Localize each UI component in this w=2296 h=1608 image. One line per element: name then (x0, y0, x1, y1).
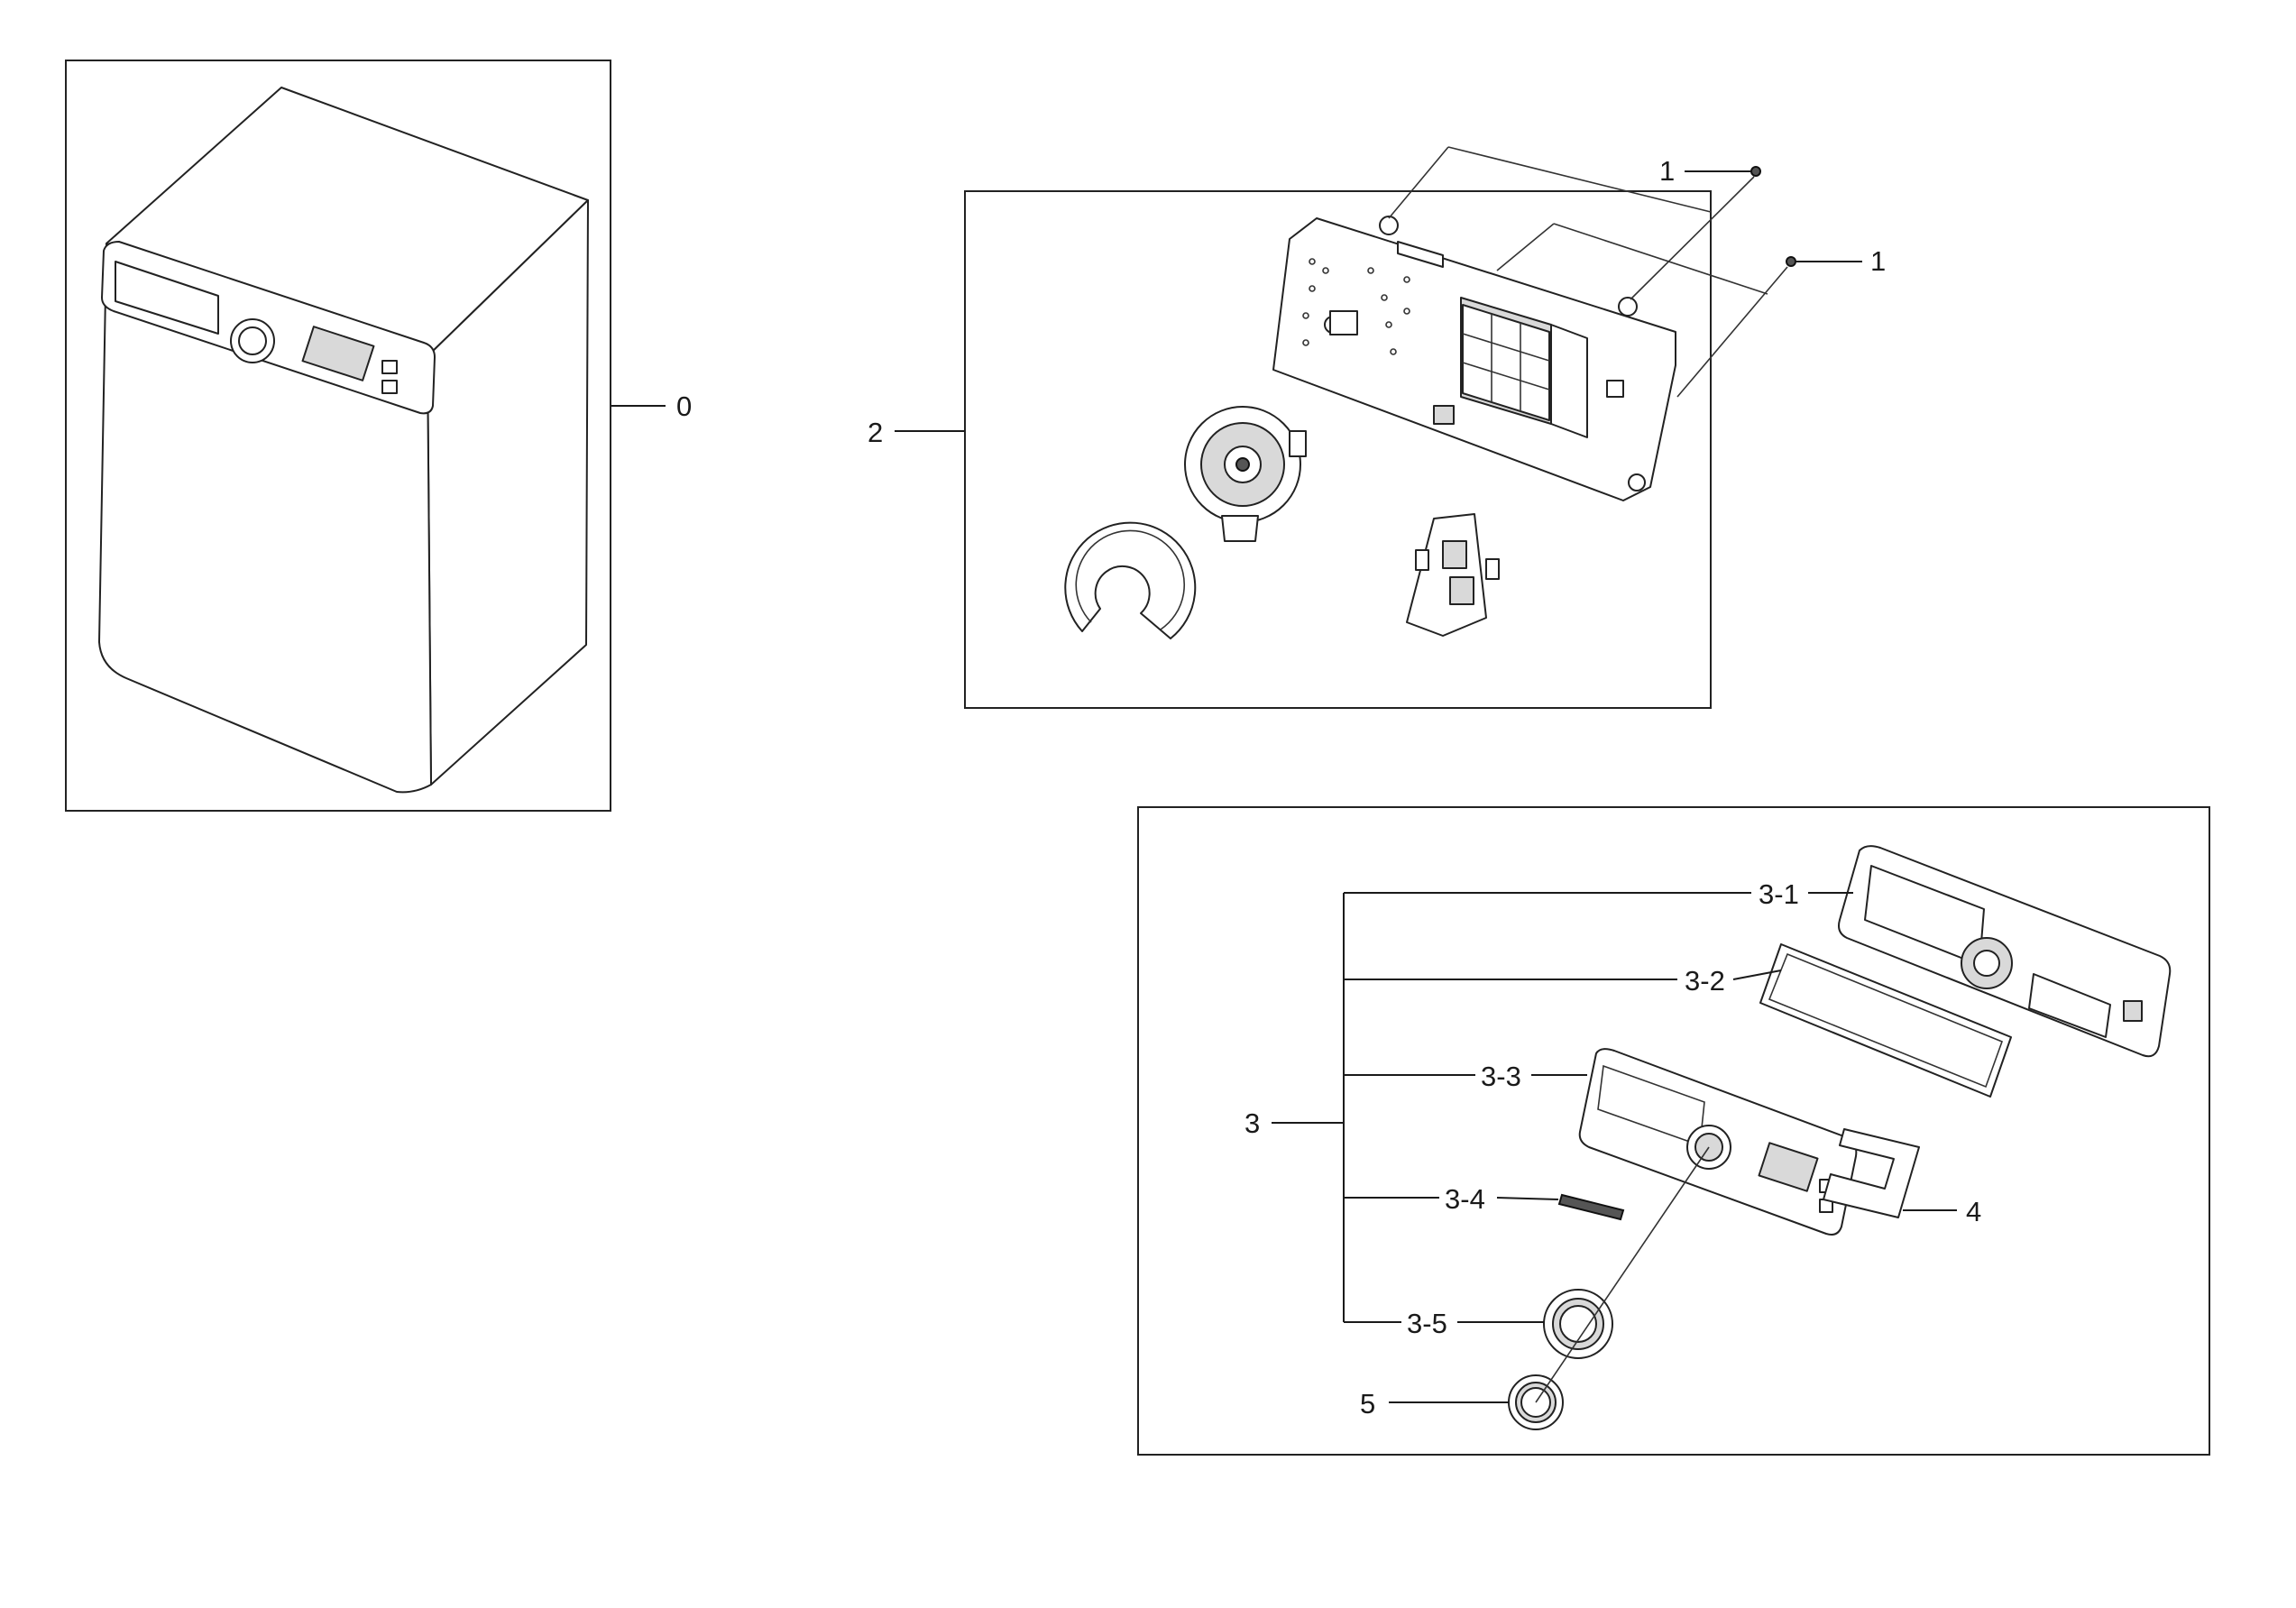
appliance-body (98, 87, 589, 794)
callout-3-3: 3-3 (1481, 1061, 1521, 1092)
panel-frame-control-panel (1137, 806, 2210, 1456)
part-4-bracket (1823, 1128, 1920, 1218)
screw-1b (1786, 256, 1796, 267)
part-3-5-dial-ring (1543, 1289, 1613, 1359)
callout-4: 4 (1966, 1196, 1981, 1227)
callout-3-2: 3-2 (1685, 965, 1725, 997)
callout-5: 5 (1360, 1388, 1375, 1420)
callout-1a: 1 (1659, 155, 1675, 187)
panel-frame-control-board (964, 190, 1712, 709)
button-switch-block (1406, 513, 1500, 637)
rotary-encoder (1184, 406, 1307, 542)
callout-1b: 1 (1870, 245, 1886, 277)
leader-line-3-2 (1732, 969, 1782, 980)
pcb-component-dots (1302, 258, 1410, 355)
callout-0: 0 (676, 391, 692, 422)
panel-assembly-unit: 0 (65, 60, 692, 812)
pcb-assembly (1272, 216, 1676, 501)
callout-3-5: 3-5 (1407, 1308, 1447, 1339)
panel-frame-unit (65, 60, 611, 812)
callout-3-4: 3-4 (1445, 1183, 1485, 1215)
part-3-3-decor-panel (1578, 1048, 1858, 1236)
callout-2: 2 (868, 417, 883, 448)
part-3-1-panel-frame (1838, 845, 2172, 1058)
leader-line-3-4 (1496, 1197, 1559, 1200)
dial-ring (1064, 521, 1197, 639)
callout-3: 3 (1244, 1107, 1260, 1139)
panel-control-panel-parts: 3 3-1 3-2 3-3 3-4 3-5 4 5 (1137, 806, 2210, 1456)
part-3-2-window (1759, 943, 2012, 1098)
part-3-4-badge (1557, 1193, 1625, 1221)
callout-3-1: 3-1 (1759, 878, 1799, 910)
screw-1a (1750, 166, 1761, 177)
panel-control-board: 1 1 2 (868, 146, 1886, 709)
